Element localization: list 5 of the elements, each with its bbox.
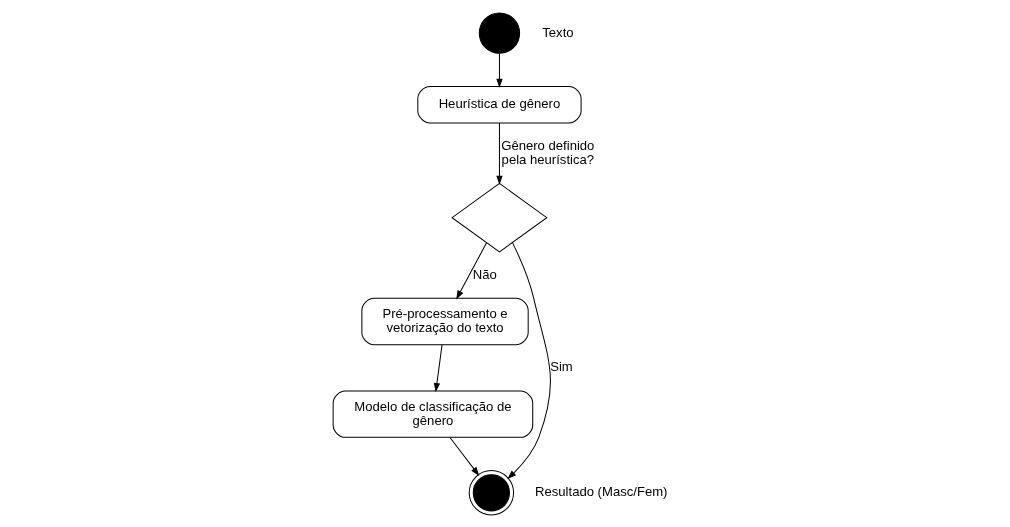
edge-label: Gênero definido pela heurística? (500, 137, 594, 167)
node-label: Resultado (Masc/Fem) (534, 483, 667, 499)
edge-label: Não (472, 266, 497, 282)
node-label: Texto (541, 24, 574, 40)
edge-label: Sim (549, 358, 573, 374)
